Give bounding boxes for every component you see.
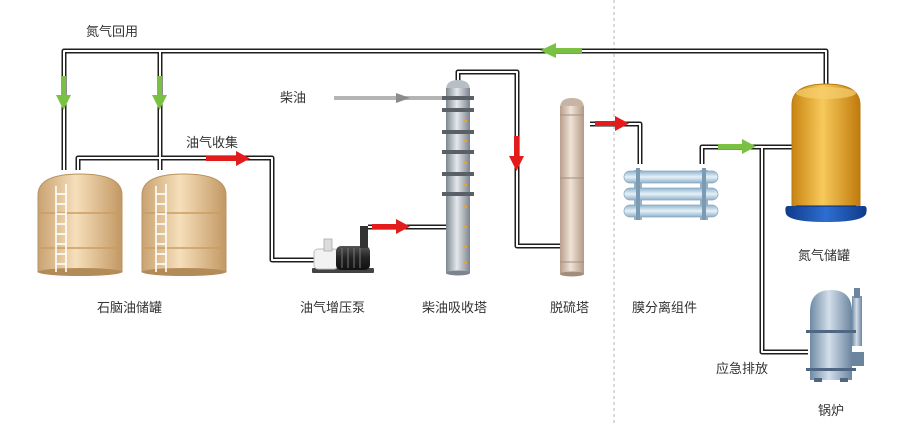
desulfurization-tower[interactable]: [560, 98, 584, 277]
label-booster-pump: 油气增压泵: [300, 300, 365, 316]
arrow-membrane-to-nitrogen-tank: [718, 139, 756, 154]
arrow-nitrogen-return: [540, 43, 582, 58]
arrow-diesel-feed: [396, 93, 410, 103]
label-boiler: 锅炉: [818, 403, 844, 419]
arrow-nitrogen-down-left: [56, 76, 71, 110]
membrane-separation-module[interactable]: [623, 168, 719, 220]
nitrogen-storage-tank[interactable]: [785, 83, 867, 222]
naphtha-tank-right[interactable]: [141, 173, 227, 276]
label-emergency-vent: 应急排放: [716, 361, 768, 377]
label-membrane-module: 膜分离组件: [632, 300, 697, 316]
naphtha-tank-left[interactable]: [37, 173, 123, 276]
arrow-down-to-desulfurizer: [509, 136, 524, 171]
flow-arrows: [56, 43, 756, 234]
arrow-vapor-collection: [206, 151, 250, 166]
diesel-absorption-tower[interactable]: [442, 80, 474, 276]
label-nitrogen-return: 氮气回用: [86, 24, 138, 40]
labels: 氮气回用 油气收集 柴油 石脑油储罐 油气增压泵 柴油吸收塔 脱硫塔 膜分离组件…: [86, 24, 850, 419]
arrow-pump-to-absorber: [372, 219, 410, 234]
arrow-nitrogen-down-right: [152, 76, 167, 110]
label-nitrogen-tank: 氮气储罐: [798, 248, 850, 264]
pipe-network: [61, 48, 829, 355]
label-diesel: 柴油: [280, 91, 306, 106]
label-naphtha-tanks: 石脑油储罐: [97, 301, 162, 316]
boiler[interactable]: [806, 288, 864, 382]
label-desulfurization-tower: 脱硫塔: [550, 301, 589, 316]
arrow-desulfurizer-to-membrane: [595, 116, 629, 131]
label-absorption-tower: 柴油吸收塔: [422, 301, 487, 316]
vapor-booster-pump[interactable]: [312, 226, 374, 273]
label-vapor-collection: 油气收集: [186, 135, 238, 151]
